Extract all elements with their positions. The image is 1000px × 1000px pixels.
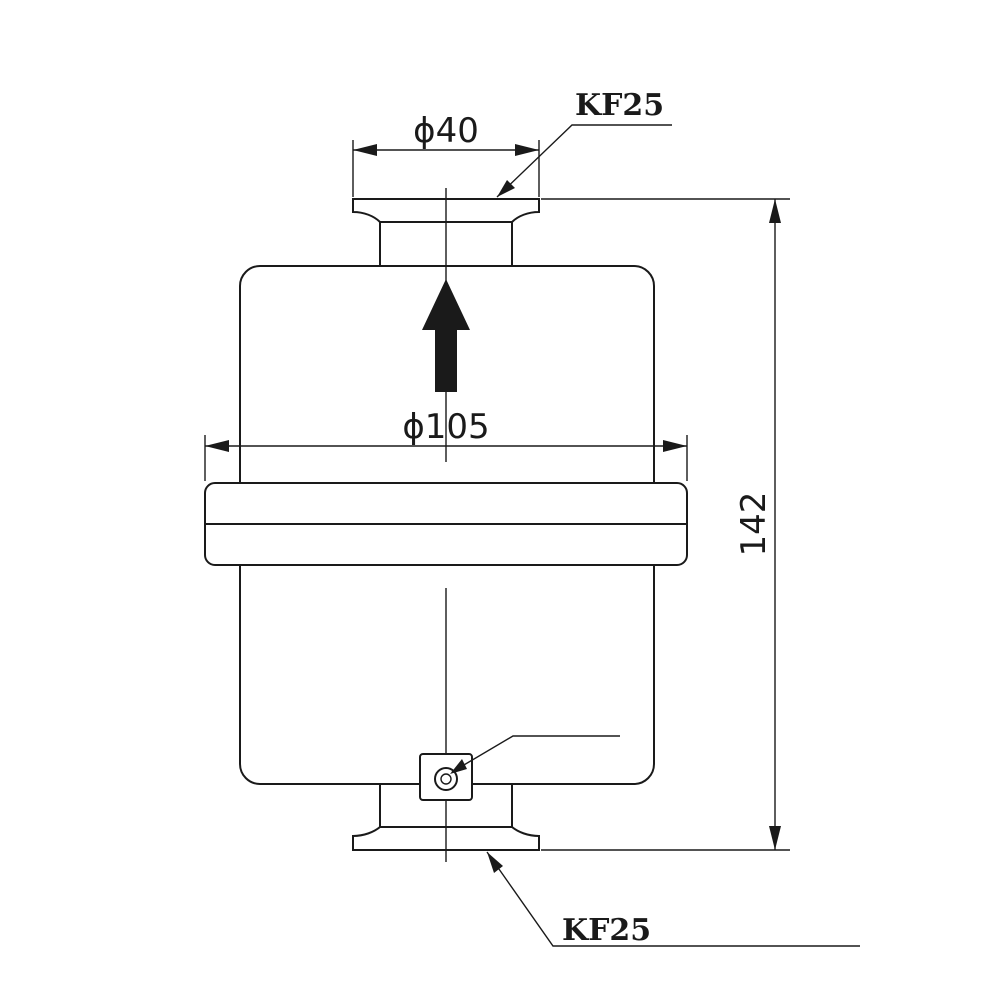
body-diameter-label: ϕ105 xyxy=(402,407,489,447)
top-diameter-label: ϕ40 xyxy=(413,111,479,151)
body-dim-arrow-right xyxy=(663,440,687,452)
body-dim-arrow-left xyxy=(205,440,229,452)
bottom-port-leader xyxy=(486,851,860,947)
drain-port-inner xyxy=(440,773,452,785)
top-port-leader xyxy=(496,124,672,198)
height-dim-arrow-top xyxy=(769,199,781,223)
drain-fitting xyxy=(419,753,473,801)
bottom-port-label: KF25 xyxy=(562,913,651,948)
drain-leader xyxy=(451,735,620,773)
top-dim-arrow-left xyxy=(353,144,377,156)
drain-leader-arrowhead xyxy=(450,759,467,774)
bottom-port-leader-arrowhead xyxy=(487,852,503,873)
height-label: 142 xyxy=(734,492,774,557)
flow-arrow-icon xyxy=(422,279,470,392)
height-dim-arrow-bottom xyxy=(769,826,781,850)
drain-port-outer xyxy=(434,767,458,791)
top-dim-arrow-right xyxy=(515,144,539,156)
top-port-leader-arrowhead xyxy=(497,180,515,197)
top-port-label: KF25 xyxy=(575,88,664,123)
